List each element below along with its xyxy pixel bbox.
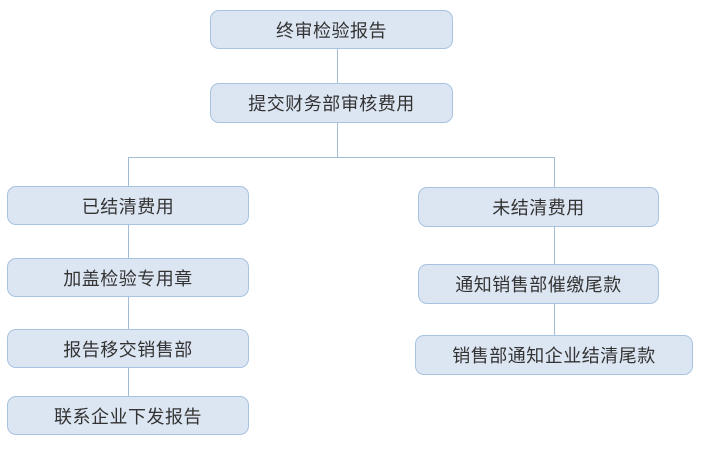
connector-split-to-fees-unsettled	[554, 157, 555, 187]
node-report-to-sales-dept: 报告移交销售部	[7, 329, 249, 368]
connector-report-to-sales-to-contact	[128, 368, 129, 396]
connector-branch-split	[128, 157, 555, 158]
connector-fees-unsettled-to-notify-sales	[554, 227, 555, 264]
node-submit-finance-review: 提交财务部审核费用	[210, 83, 453, 123]
node-contact-enterprise-issue: 联系企业下发报告	[7, 396, 249, 435]
connector-stamp-seal-to-report-to-sales	[128, 297, 129, 329]
node-fees-settled: 已结清费用	[7, 186, 249, 225]
connector-notify-sales-to-sales-notify	[554, 304, 555, 335]
node-stamp-inspection-seal: 加盖检验专用章	[7, 258, 249, 297]
node-final-inspection-report: 终审检验报告	[210, 10, 453, 49]
node-notify-sales-collect: 通知销售部催缴尾款	[418, 264, 659, 304]
node-fees-unsettled: 未结清费用	[418, 187, 659, 227]
connector-split-to-fees-settled	[128, 157, 129, 186]
connector-fees-settled-to-stamp-seal	[128, 225, 129, 258]
connector-submit-finance-down	[337, 123, 338, 157]
node-sales-notify-settle: 销售部通知企业结清尾款	[415, 335, 693, 375]
connector-final-report-to-submit-finance	[337, 49, 338, 83]
